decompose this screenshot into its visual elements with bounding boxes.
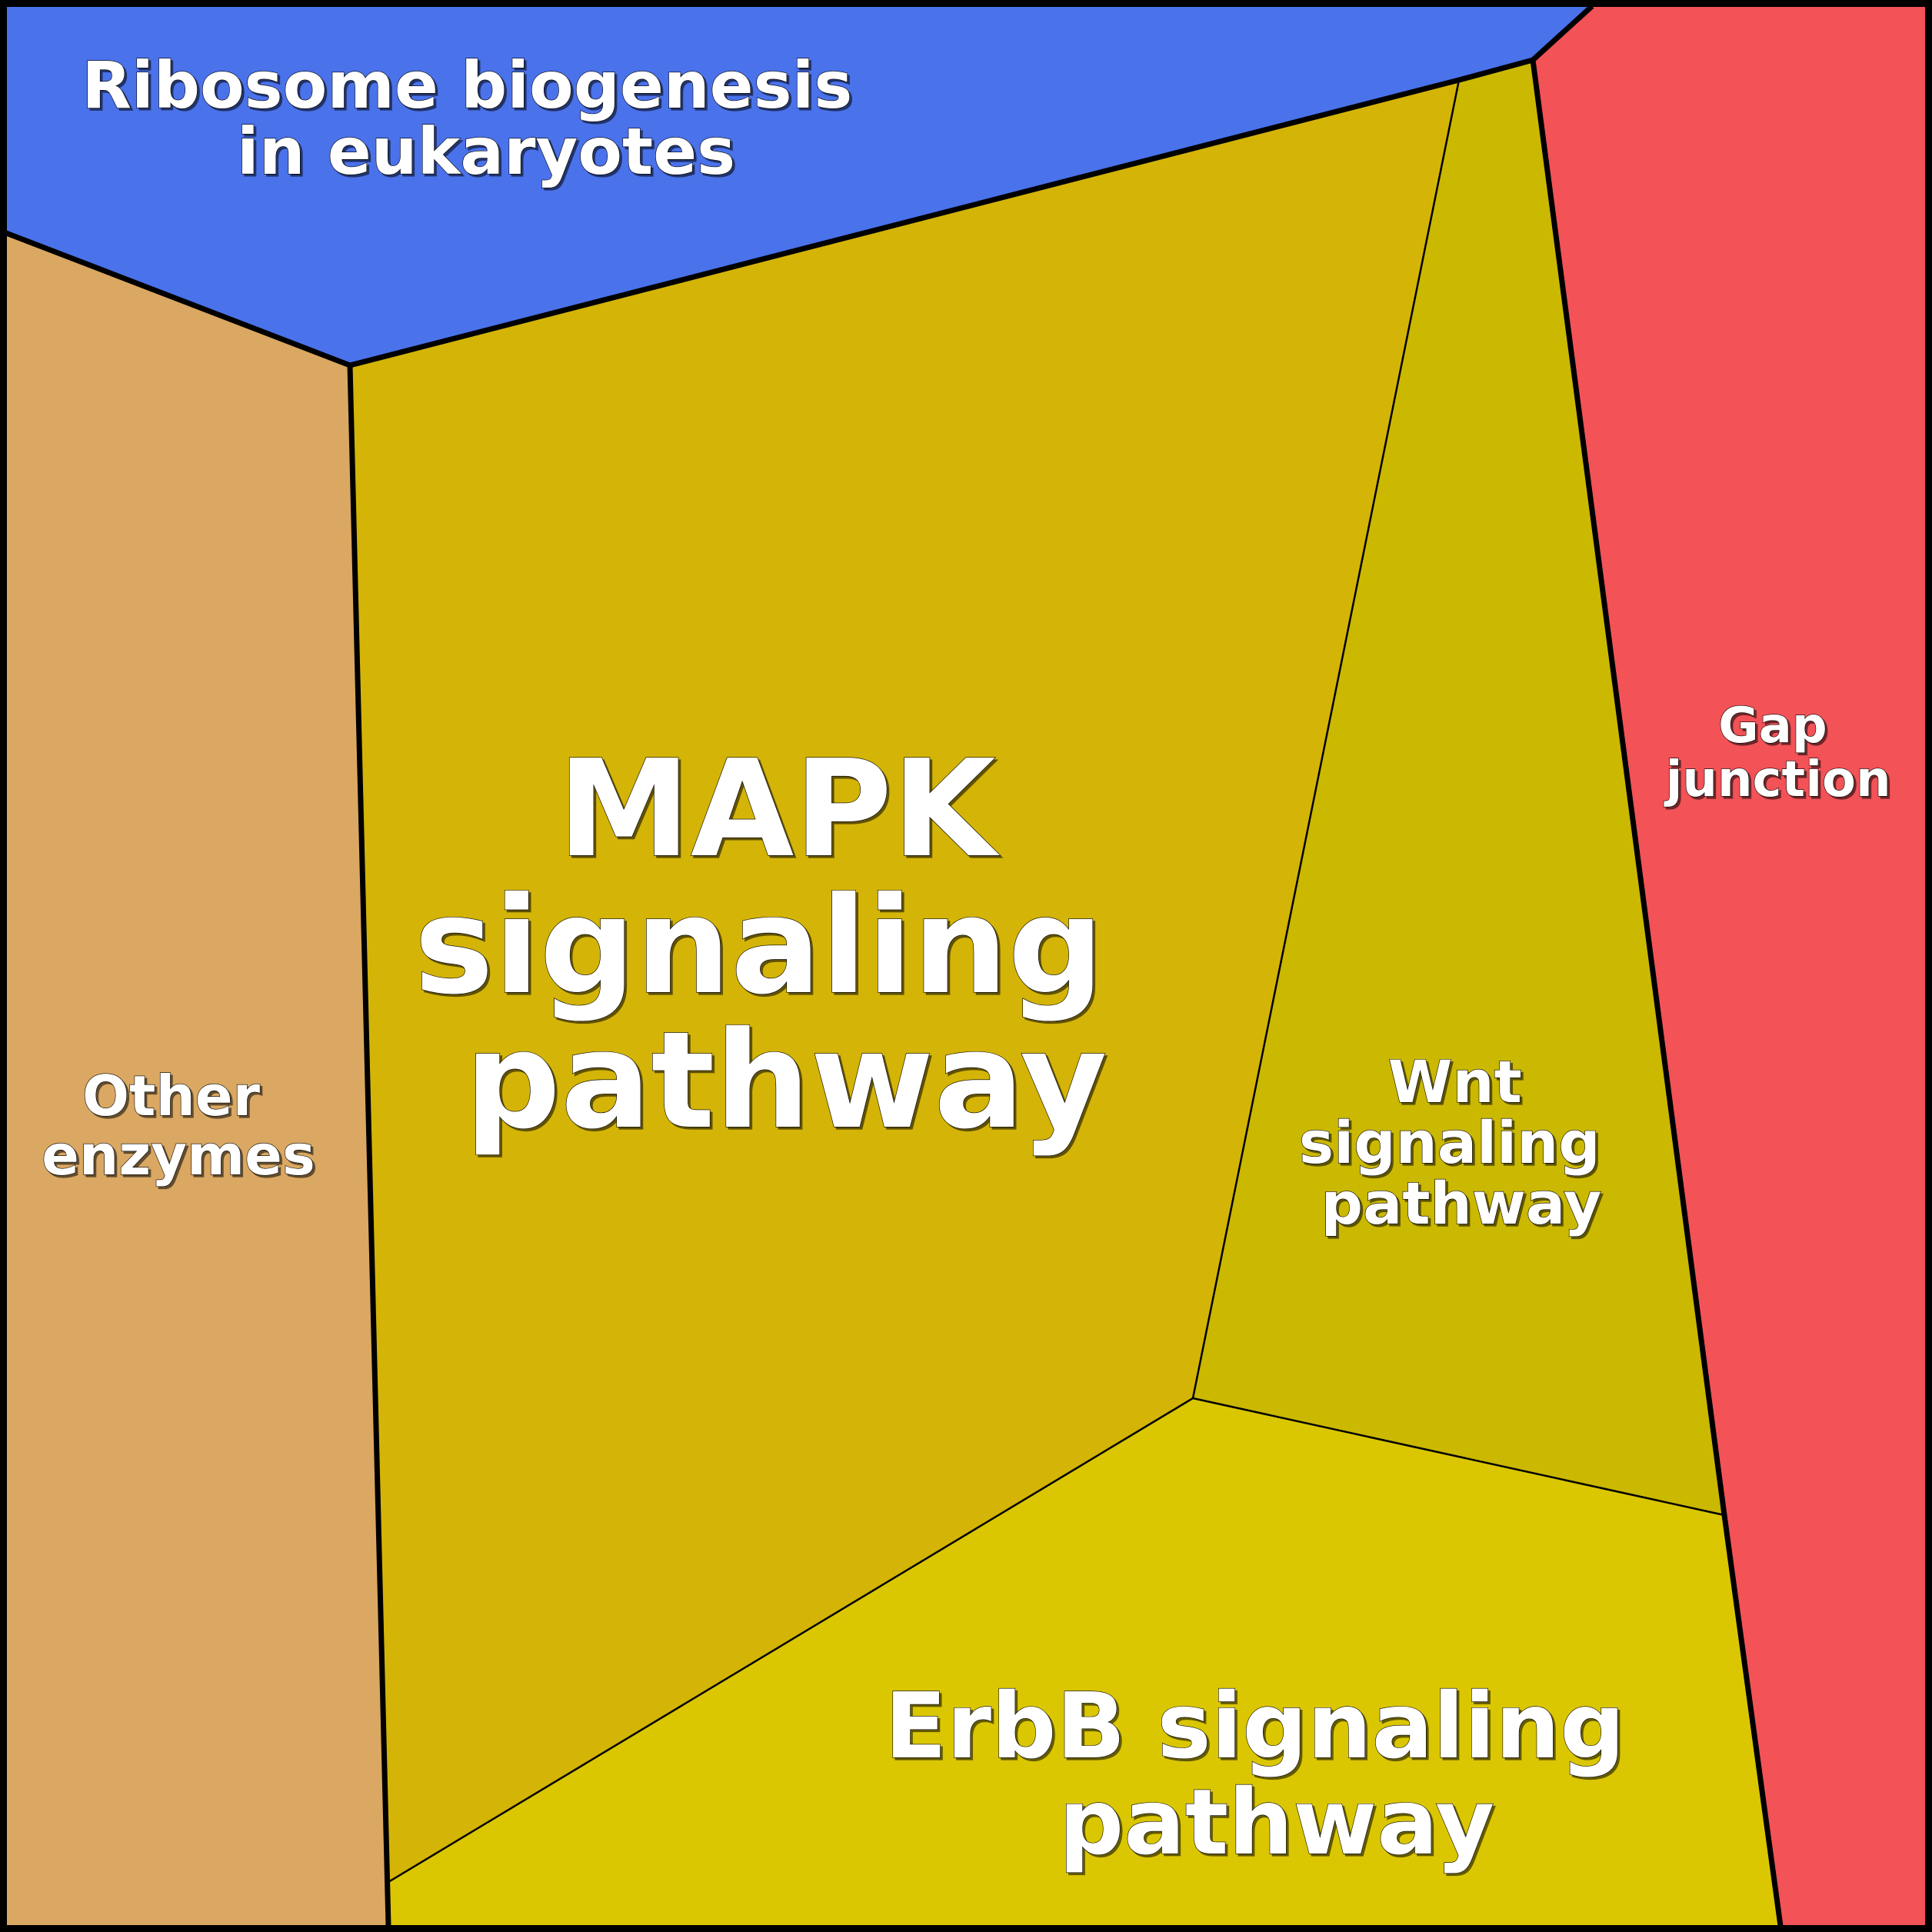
label-gap-junction: Gap junction (1663, 698, 1890, 808)
label-wnt-line-3: pathway (1321, 1169, 1602, 1237)
label-wnt-line-2: signaling (1299, 1108, 1601, 1177)
label-mapk-line-1: MAPK (558, 731, 1001, 888)
label-mapk-line-2: signaling (414, 868, 1104, 1024)
label-erbb-line-1: ErbB signaling (884, 1673, 1624, 1779)
cell-gap-junction[interactable] (1533, 6, 1926, 1926)
border-enzymes-signaling (347, 365, 391, 1927)
group-borders (5, 4, 1784, 1927)
label-erbb-line-2: pathway (1059, 1769, 1494, 1875)
cell-other-enzymes[interactable] (6, 233, 388, 1926)
label-ribosome-line-2: in eukaryotes (237, 114, 735, 189)
label-ribosome-line-1: Ribosome biogenesis (82, 48, 852, 123)
label-other-enzymes-line-1: Other (82, 1064, 261, 1128)
label-gap-junction-line-1: Gap (1718, 698, 1827, 754)
label-ribosome: Ribosome biogenesis in eukaryotes (82, 48, 874, 189)
border-ribosome-bottom (5, 4, 1594, 368)
label-mapk: MAPK signaling pathway (414, 731, 1150, 1159)
border-wnt-erbb (1192, 1397, 1725, 1517)
label-wnt: Wnt signaling pathway (1299, 1048, 1621, 1237)
cell-wnt[interactable] (1193, 60, 1724, 1515)
cell-mapk[interactable] (350, 80, 1459, 1882)
label-wnt-line-1: Wnt (1388, 1048, 1522, 1116)
label-mapk-line-3: pathway (465, 1003, 1107, 1159)
cell-erbb[interactable] (388, 1398, 1780, 1926)
label-erbb: ErbB signaling pathway (884, 1673, 1657, 1875)
cell-ribosome[interactable] (6, 6, 1592, 365)
label-other-enzymes: Other enzymes (42, 1064, 315, 1188)
border-signaling-gap (1530, 59, 1784, 1927)
border-mapk-erbb (388, 1397, 1194, 1884)
sub-borders (388, 79, 1725, 1884)
label-other-enzymes-line-2: enzymes (42, 1123, 315, 1188)
border-mapk-wnt (1191, 79, 1461, 1399)
label-gap-junction-line-2: junction (1663, 751, 1890, 808)
